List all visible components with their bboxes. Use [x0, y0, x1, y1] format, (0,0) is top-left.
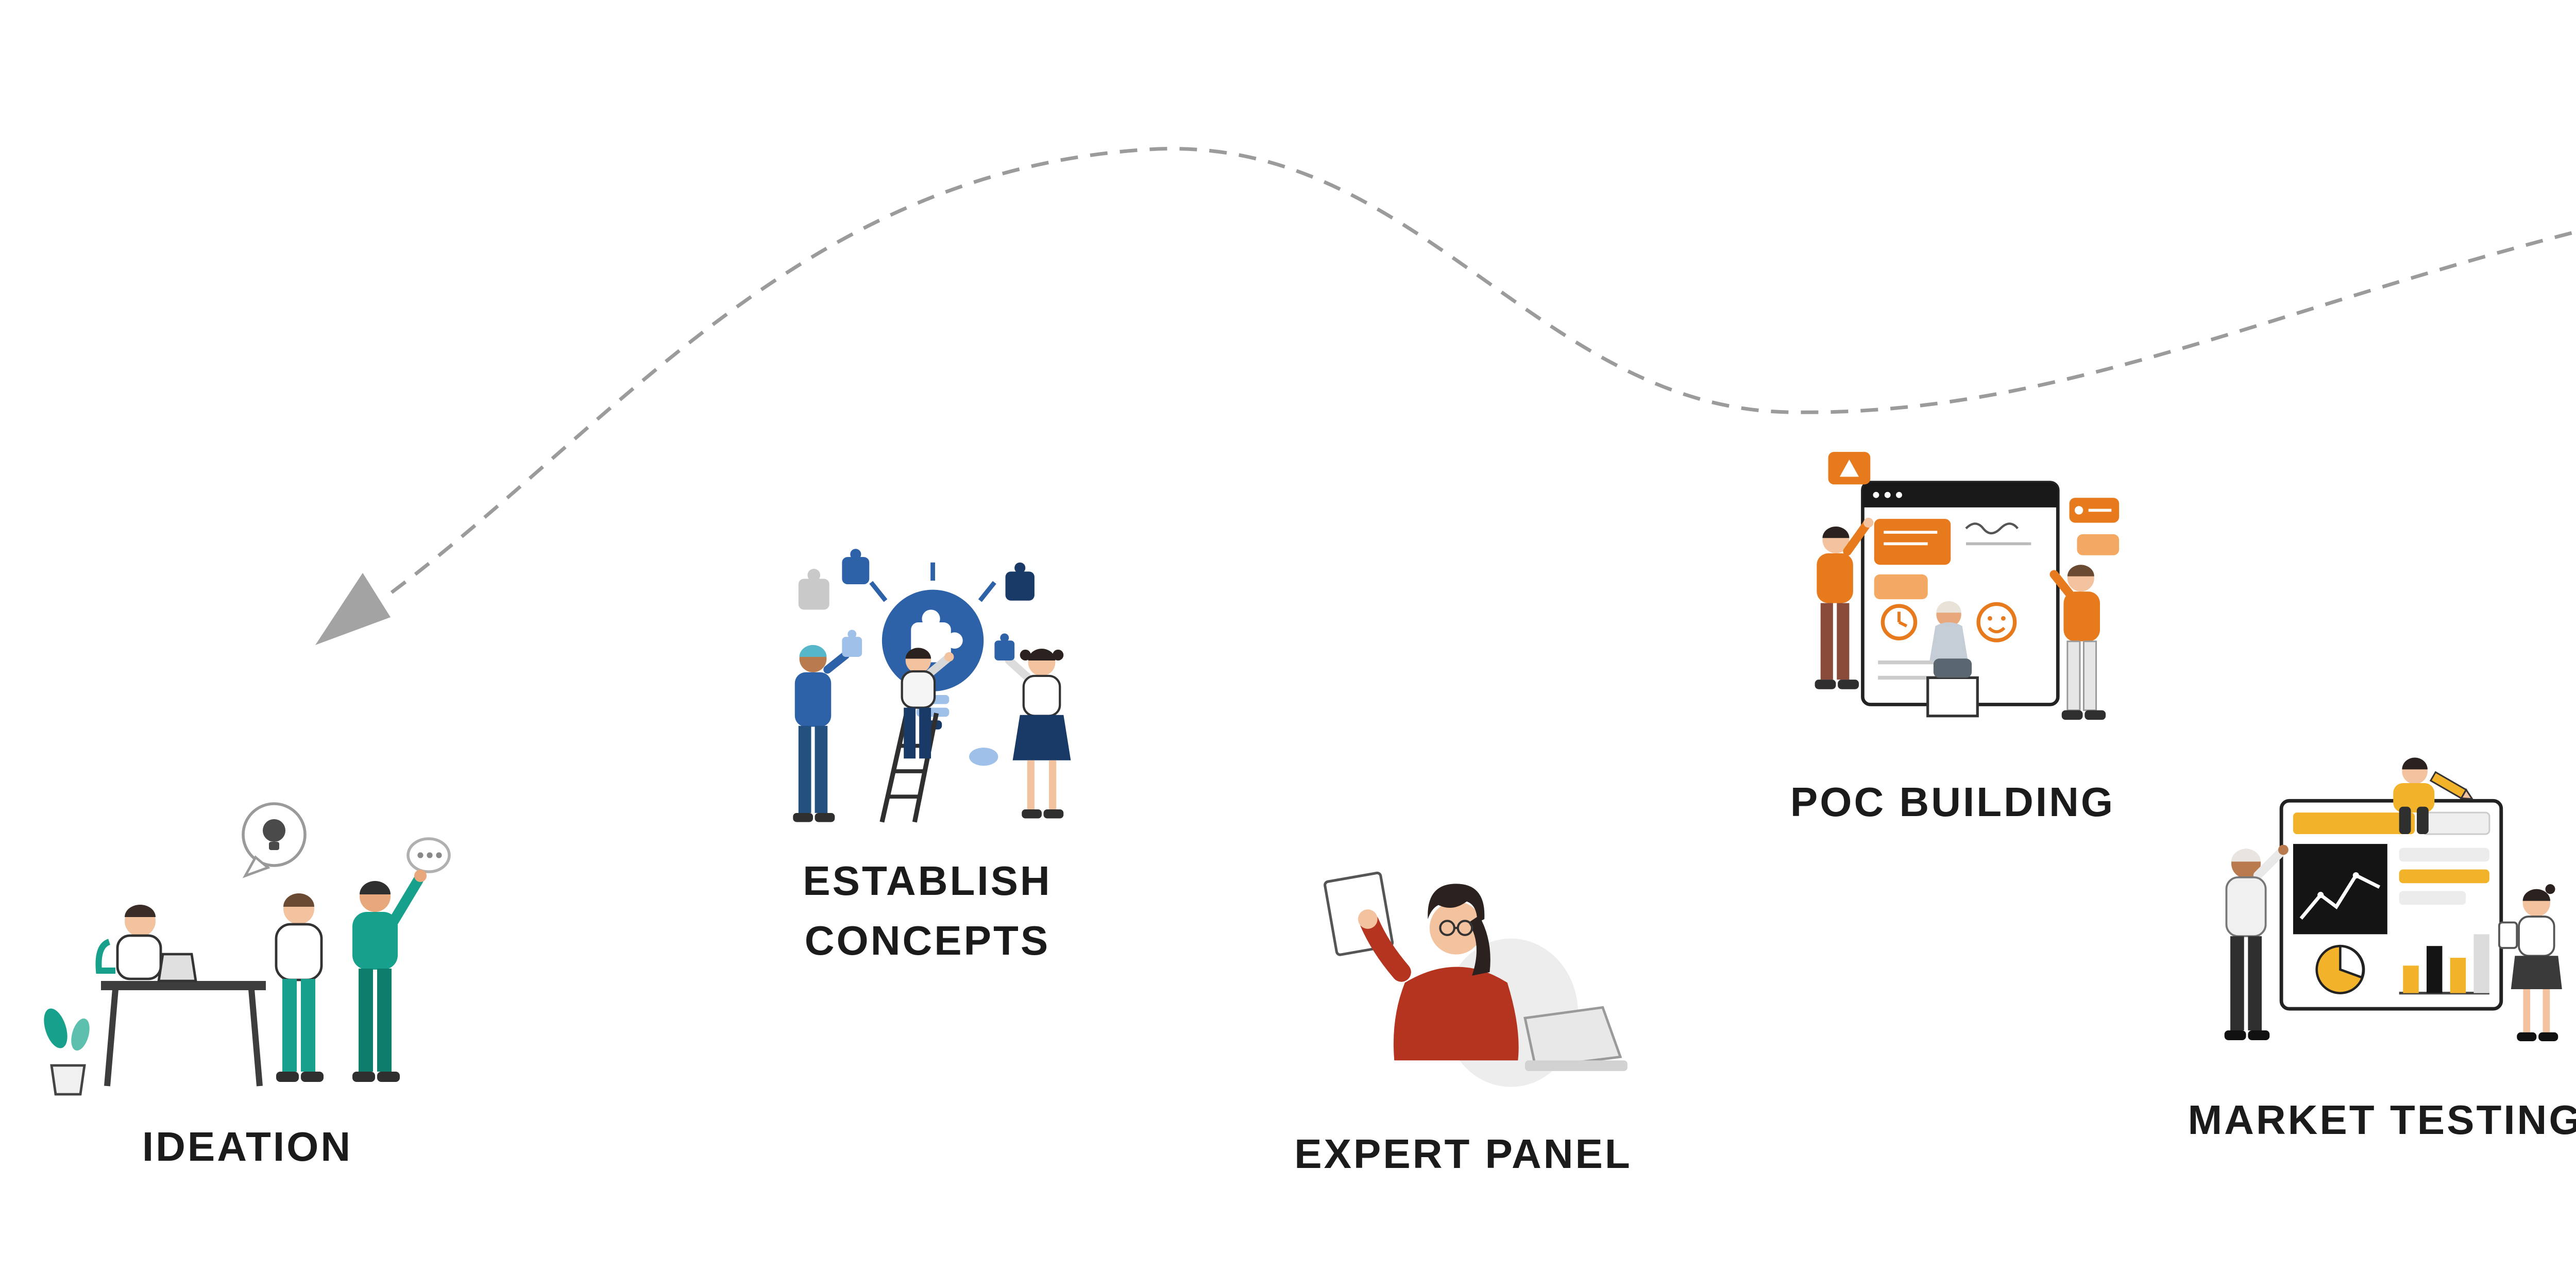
stage-establish-concepts: ESTABLISH CONCEPTS — [737, 546, 1118, 971]
expert-panel-illustration — [1278, 845, 1649, 1110]
stage-expert-panel: EXPERT PANEL — [1278, 845, 1649, 1184]
stage-ideation: IDEATION — [31, 773, 464, 1177]
stage-poc-building: POC BUILDING — [1752, 433, 2154, 832]
establish-concepts-illustration — [737, 546, 1118, 837]
market-testing-illustration — [2179, 742, 2576, 1076]
stage-label-poc-building: POC BUILDING — [1790, 779, 2115, 825]
start-arrowhead-icon — [315, 573, 391, 645]
stage-market-testing: MARKET TESTING — [2179, 742, 2576, 1150]
stage-label-ideation: IDEATION — [142, 1124, 353, 1170]
ideation-illustration — [31, 773, 464, 1103]
stage-label-market-testing: MARKET TESTING — [2188, 1096, 2576, 1143]
stage-label-expert-panel: EXPERT PANEL — [1294, 1131, 1632, 1177]
dashed-flow-line — [390, 147, 2576, 594]
poc-building-illustration — [1752, 433, 2154, 758]
stage-label-establish-concepts: ESTABLISH CONCEPTS — [803, 857, 1052, 963]
